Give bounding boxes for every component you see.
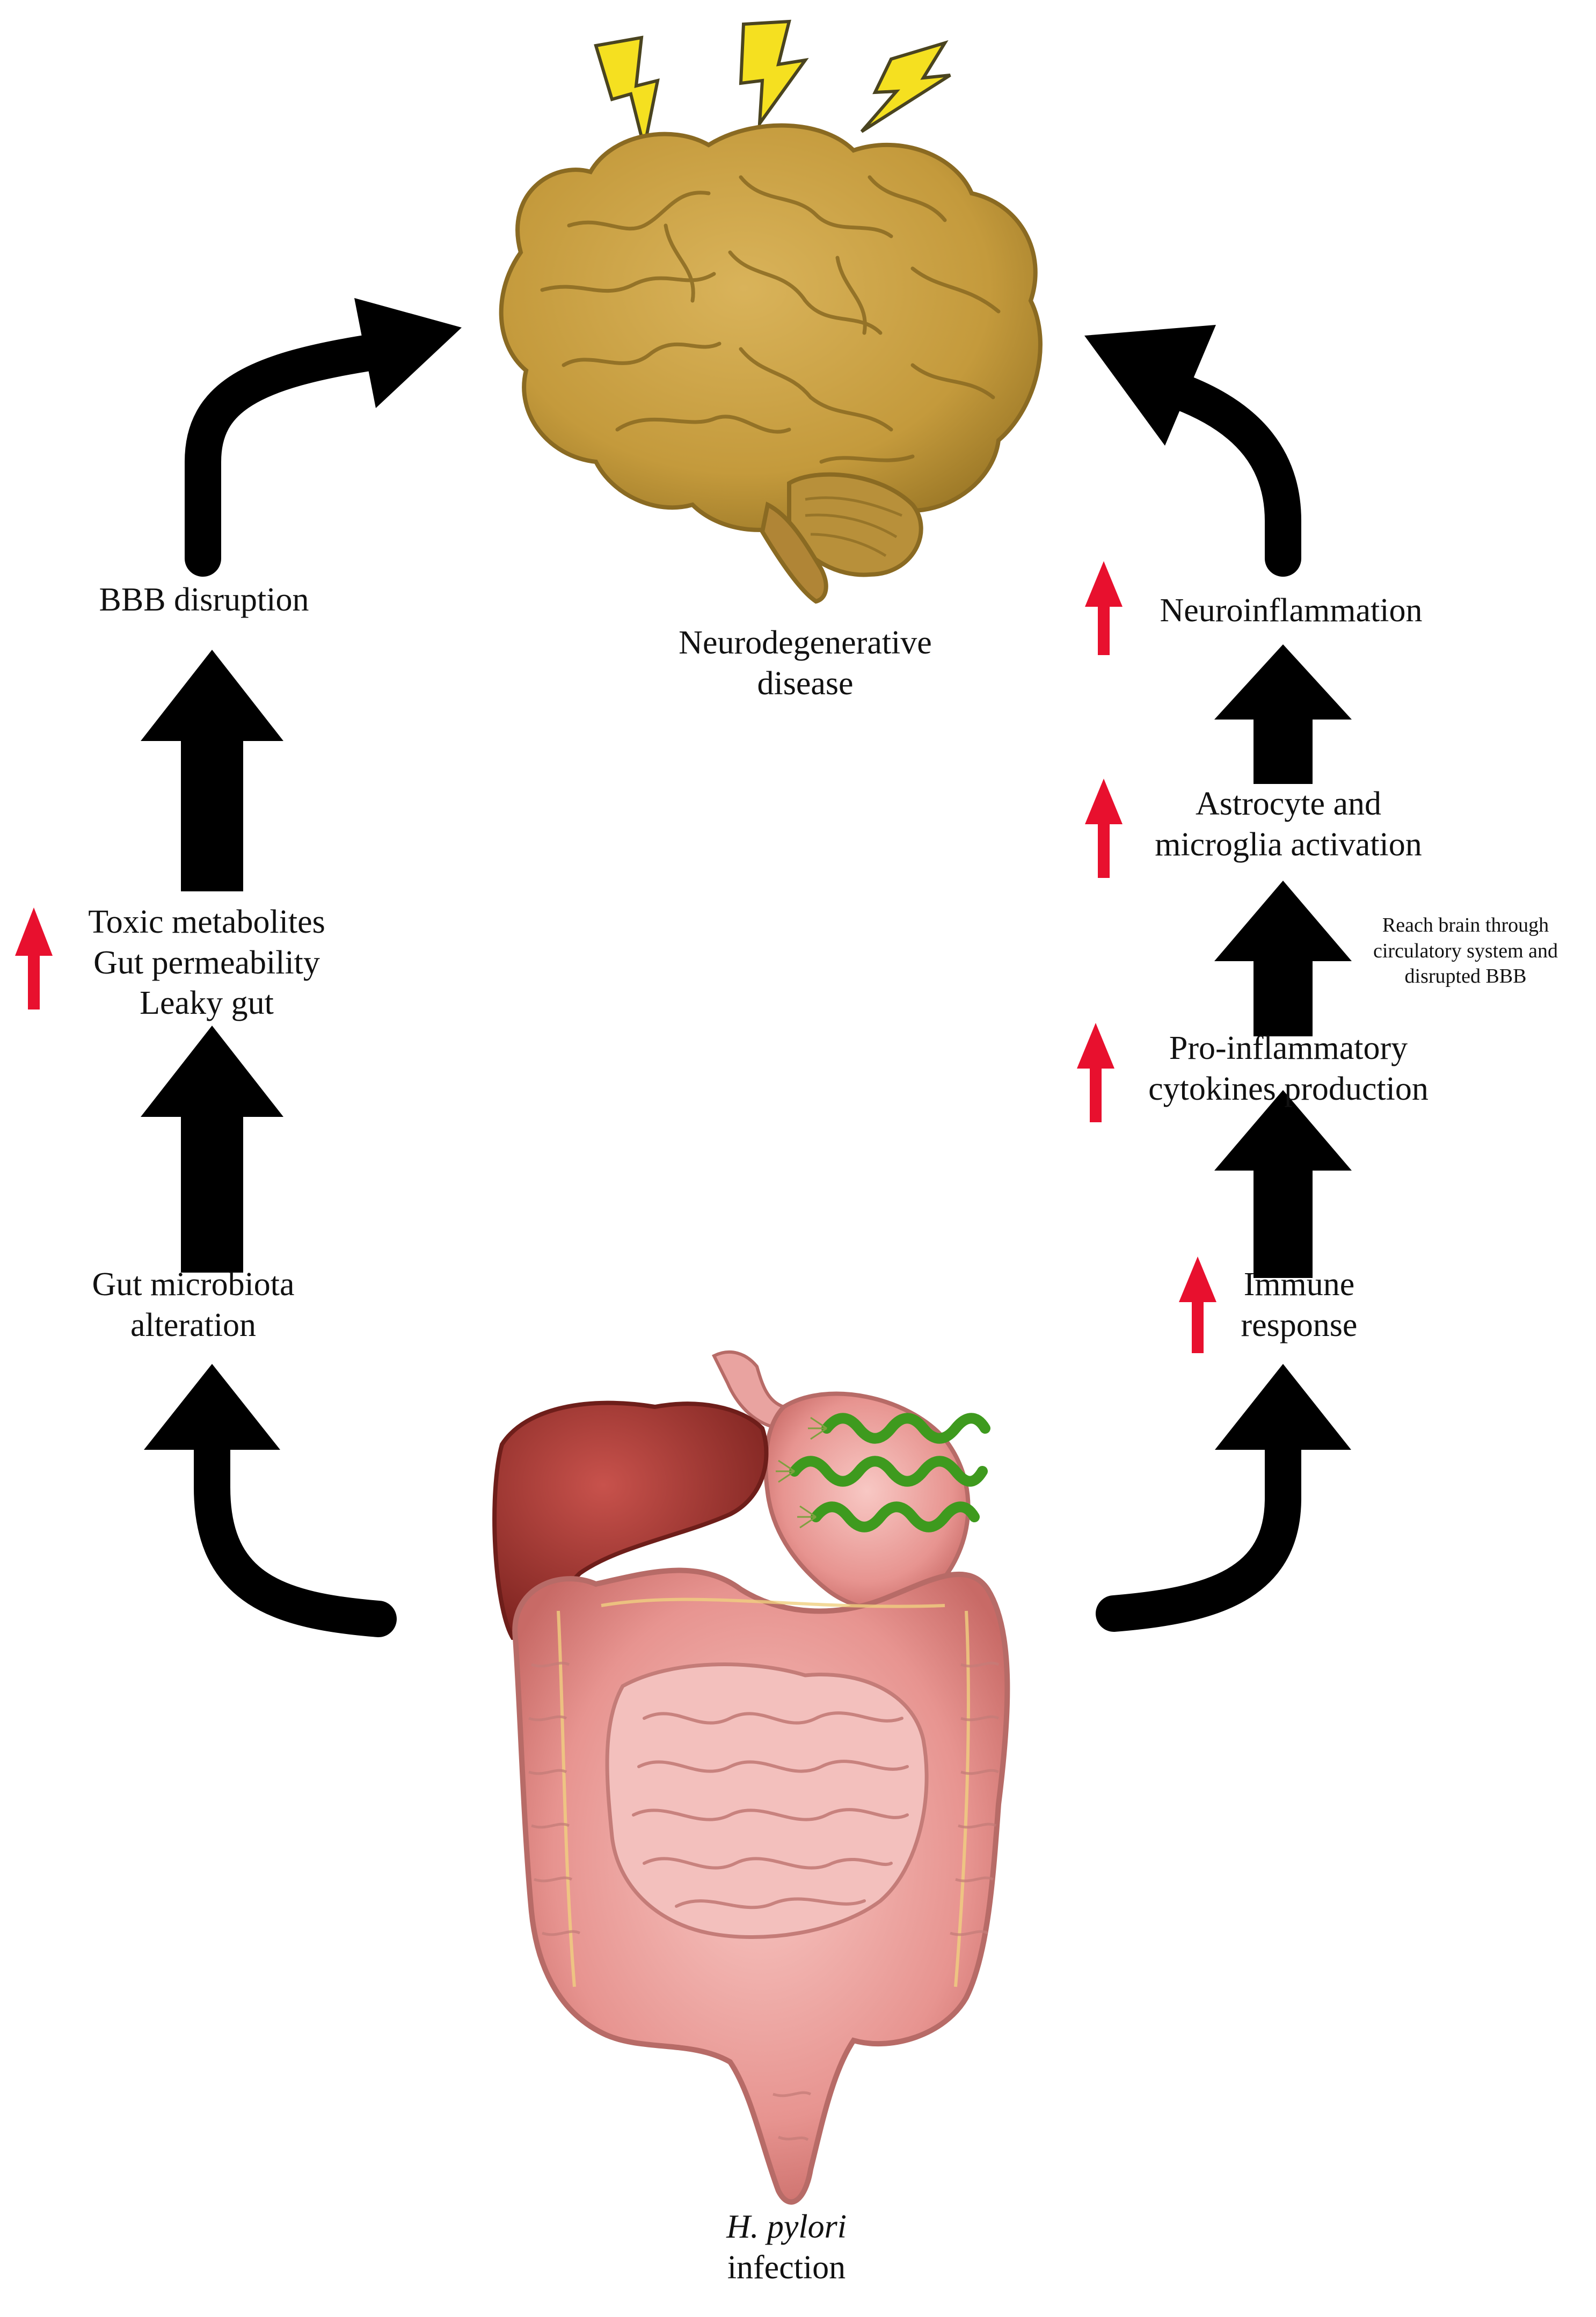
brain-label: Neurodegenerative disease [591,623,1020,704]
step-line: Immune [1243,1266,1355,1303]
curved-arrow-left-top [185,333,394,577]
bacterium-icon [821,1413,990,1444]
arrowhead-up [141,1026,283,1117]
origin-label: H. pylori infection [625,2207,948,2288]
bacteria-group [789,1413,990,1532]
increase-arrow-icon [1179,1256,1216,1353]
increase-arrow-icon [1085,779,1123,878]
curved-arrow-right-top [1163,374,1301,577]
flagella-group [776,1417,827,1529]
arrowhead-up [1214,881,1352,961]
lightning-group [594,19,951,148]
arrowhead-up [144,1364,280,1450]
arrowhead-up [1215,1364,1351,1450]
note-line: disrupted BBB [1404,965,1527,987]
step-line: Pro-inflammatory [1169,1030,1408,1066]
right-step-glial-activation: Astrocyte and microglia activation [1117,784,1460,865]
arrowhead-up [141,650,283,741]
bacterium-icon [789,1456,988,1487]
arrowhead-up [1214,644,1352,720]
step-line: Astrocyte and [1195,786,1382,822]
curved-arrow-right-bottom [1096,1432,1301,1632]
brain-label-line: disease [757,665,854,702]
right-step-cytokines: Pro-inflammatory cytokines production [1106,1028,1471,1109]
step-line: response [1241,1306,1358,1343]
arrowhead-right [354,298,462,408]
right-pathway-note: Reach brain through circulatory system a… [1342,913,1589,990]
lightning-bolt-icon [860,40,951,133]
step-line: microglia activation [1155,826,1422,863]
step-line: Toxic metabolites [88,904,325,940]
increase-arrow-icon [1085,561,1123,655]
step-line: Gut microbiota [92,1266,295,1303]
origin-label-line: infection [727,2249,846,2286]
note-line: circulatory system and [1373,939,1558,962]
note-line: Reach brain through [1382,914,1549,936]
step-line: cytokines production [1148,1070,1429,1107]
bacterium-icon [811,1501,980,1532]
right-step-immune-response: Immune response [1197,1265,1401,1346]
arrowhead-up [1214,1090,1352,1171]
right-step-neuroinflammation: Neuroinflammation [1119,591,1463,631]
pathway-arrows [141,298,1352,1637]
step-line: Neuroinflammation [1160,592,1423,629]
left-step-toxic-metabolites: Toxic metabolites Gut permeability Leaky… [43,902,370,1024]
origin-label-italic: H. pylori [726,2209,847,2245]
digestive-system-icon [492,1350,1010,2205]
step-line: Leaky gut [140,985,274,1022]
increase-arrow-icon [1077,1023,1114,1122]
curved-arrow-left-bottom [194,1432,397,1637]
step-line: alteration [130,1306,257,1343]
increase-arrow-icon [15,907,53,1009]
left-step-gut-microbiota: Gut microbiota alteration [21,1265,365,1346]
lightning-bolt-icon [594,35,660,148]
lightning-bolt-icon [739,19,809,129]
brain-icon [499,123,1043,604]
left-step-bbb-disruption: BBB disruption [32,580,376,621]
arrowhead-left [1084,325,1216,446]
step-line: Gut permeability [93,944,320,981]
step-line: BBB disruption [99,582,309,618]
increase-arrows [15,561,1216,1353]
brain-label-line: Neurodegenerative [679,624,932,661]
